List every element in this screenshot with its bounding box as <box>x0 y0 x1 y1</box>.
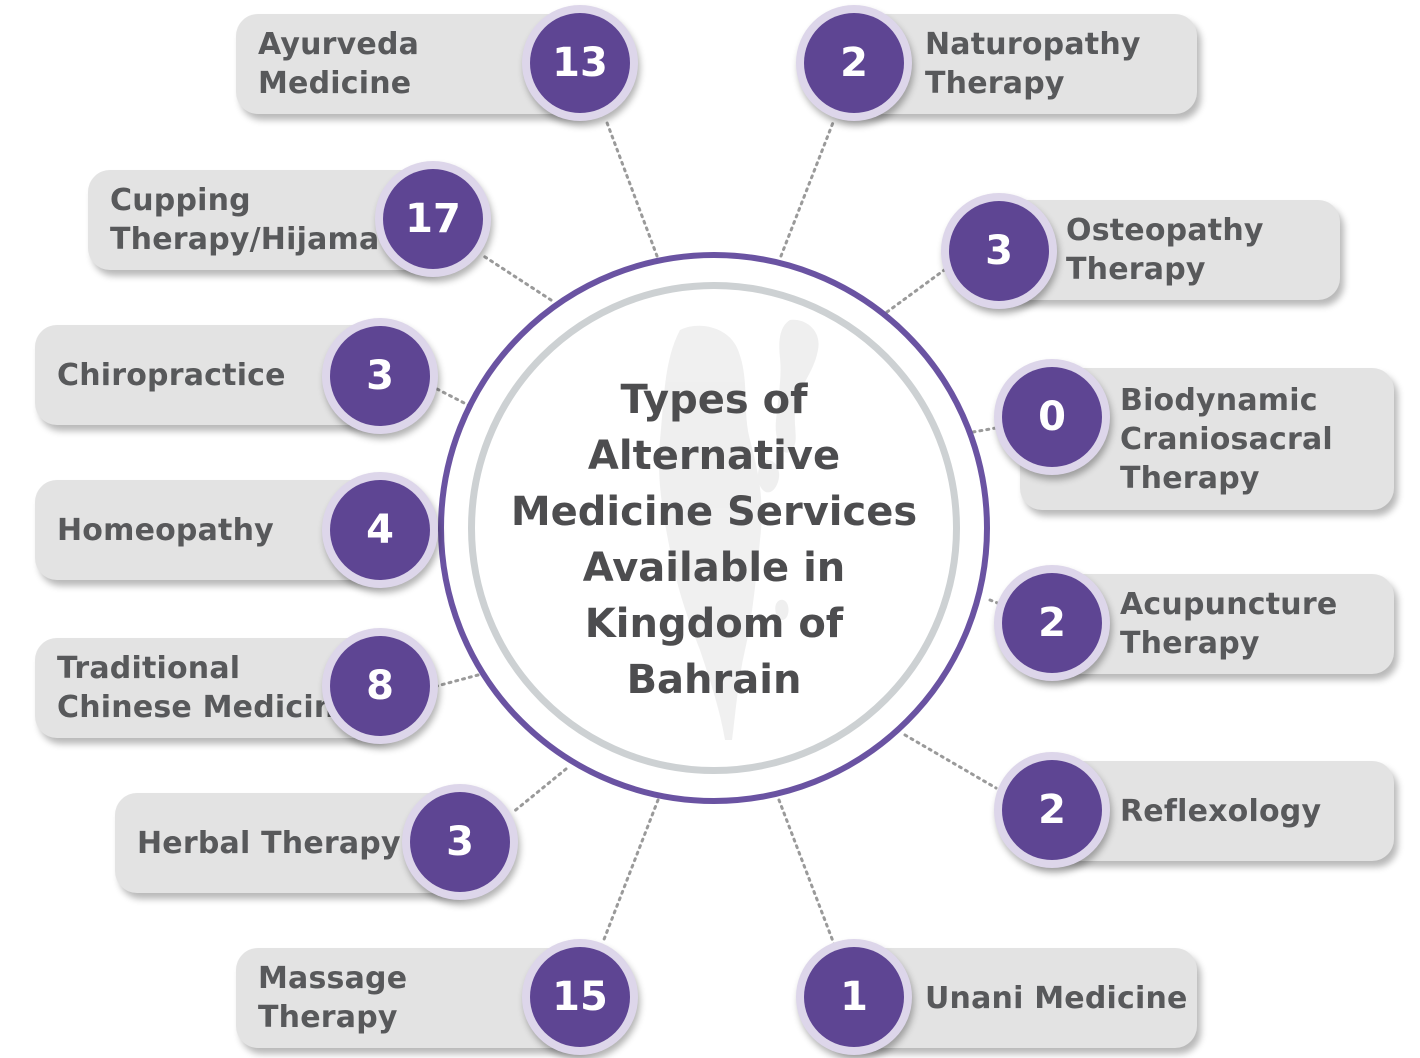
count-value: 3 <box>330 326 430 426</box>
connector-line <box>435 387 472 408</box>
service-label: Osteopathy Therapy <box>1066 213 1264 287</box>
service-label: Traditional Chinese Medicine <box>57 651 356 725</box>
service-label: Biodynamic Craniosacral Therapy <box>1120 382 1333 496</box>
service-label: Cupping Therapy/Hijama <box>110 183 380 257</box>
count-badge: 15 <box>522 939 638 1055</box>
count-value: 2 <box>1002 760 1102 860</box>
service-label: Chiropractice <box>57 357 286 393</box>
count-badge: 2 <box>796 5 912 121</box>
connector-line <box>435 673 480 688</box>
count-value: 15 <box>530 947 630 1047</box>
count-value: 1 <box>804 947 904 1047</box>
connector-line <box>480 253 553 302</box>
connector-line <box>777 798 836 946</box>
count-badge: 0 <box>994 359 1110 475</box>
count-value: 3 <box>949 201 1049 301</box>
count-badge: 2 <box>994 565 1110 681</box>
service-label: Homeopathy <box>57 512 274 548</box>
service-label: Ayurveda Medicine <box>258 27 420 101</box>
diagram-title: Types of Alternative Medicine Services A… <box>510 377 918 703</box>
count-value: 17 <box>383 169 483 269</box>
count-badge: 4 <box>322 472 438 588</box>
count-value: 13 <box>530 13 630 113</box>
count-value: 4 <box>330 480 430 580</box>
connector-line <box>779 118 836 258</box>
connector-line <box>601 798 660 944</box>
service-label: Herbal Therapy <box>137 825 401 861</box>
count-value: 3 <box>410 792 510 892</box>
service-label: Acupuncture Therapy <box>1120 587 1338 661</box>
count-value: 2 <box>804 13 904 113</box>
count-badge: 3 <box>322 318 438 434</box>
count-value: 8 <box>330 636 430 736</box>
service-label: Naturopathy Therapy <box>925 27 1141 101</box>
count-badge: 8 <box>322 628 438 744</box>
count-badge: 3 <box>402 784 518 900</box>
count-badge: 17 <box>375 161 491 277</box>
connector-line <box>885 266 949 314</box>
connector-line <box>604 118 659 258</box>
service-label: Unani Medicine <box>925 980 1188 1016</box>
connector-line <box>971 426 998 434</box>
count-badge: 3 <box>941 193 1057 309</box>
connector-line <box>510 767 568 815</box>
count-value: 0 <box>1002 367 1102 467</box>
service-label: Massage Therapy <box>258 961 408 1035</box>
service-label: Reflexology <box>1120 793 1322 829</box>
bahrain-map-watermark <box>658 319 819 740</box>
connector-line <box>903 733 998 790</box>
count-value: 2 <box>1002 573 1102 673</box>
count-badge: 2 <box>994 752 1110 868</box>
count-badge: 13 <box>522 5 638 121</box>
count-badge: 1 <box>796 939 912 1055</box>
